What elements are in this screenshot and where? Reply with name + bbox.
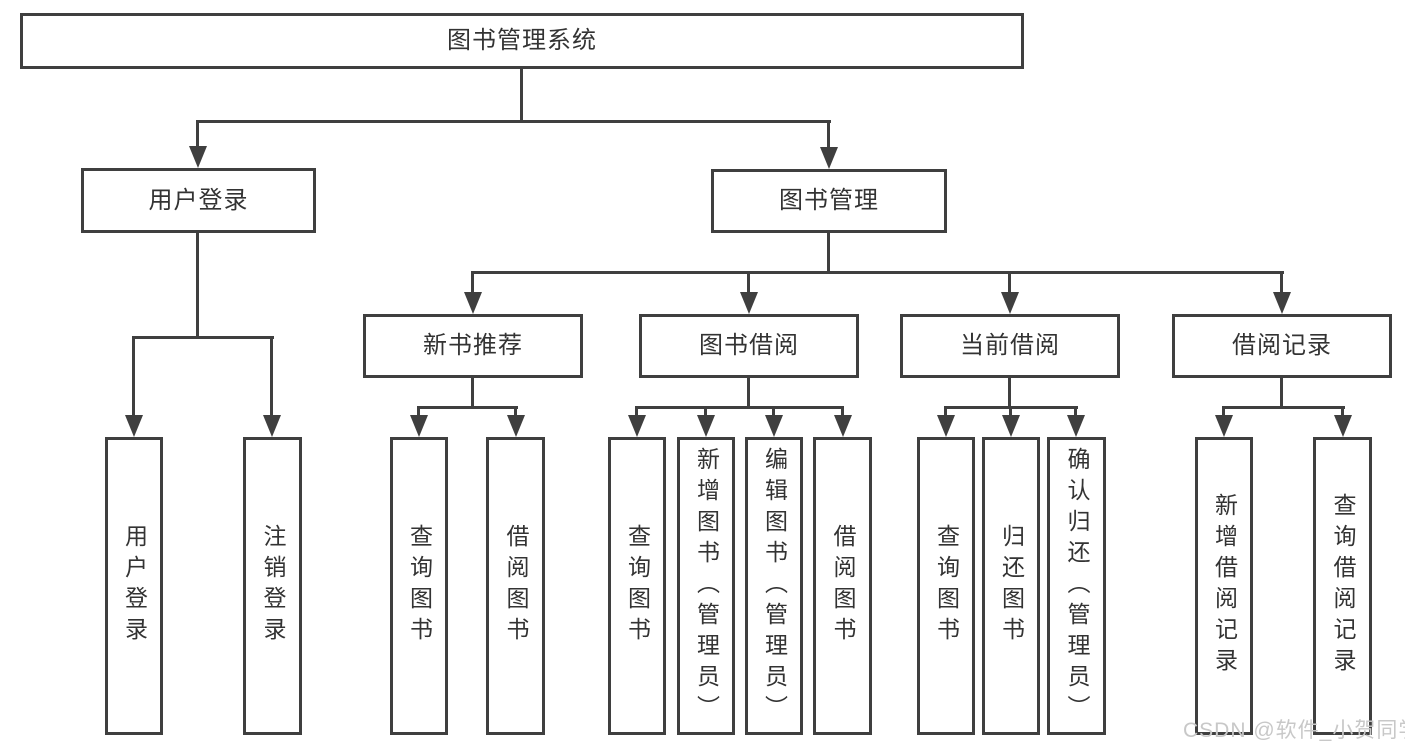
leaf-confirm-return-admin: 确认归还（管理员） [1047, 437, 1106, 735]
leaf-edit-books-admin-label: 编辑图书（管理员） [761, 446, 788, 726]
arrow-to-current-borrowing [1001, 274, 1019, 314]
leaf-query-borrow-record-label: 查询借阅记录 [1330, 493, 1356, 679]
leaf-current-query-books: 查询图书 [917, 437, 975, 735]
node-borrowing-records-label: 借阅记录 [1232, 332, 1332, 359]
node-borrowing-records: 借阅记录 [1172, 314, 1392, 378]
leaf-add-books-admin-label: 新增图书（管理员） [693, 446, 720, 726]
leaf-borrowing-borrow-books: 借阅图书 [813, 437, 872, 735]
leaf-borrowing-borrow-books-label: 借阅图书 [830, 524, 856, 648]
arrow-to-book-management [820, 123, 838, 169]
connector-root-stem [520, 69, 523, 123]
leaf-return-books: 归还图书 [982, 437, 1040, 735]
node-library-system: 图书管理系统 [20, 13, 1024, 69]
leaf-add-borrow-record-label: 新增借阅记录 [1211, 493, 1238, 679]
node-book-borrowing: 图书借阅 [639, 314, 859, 378]
leaf-recommend-borrow-books-label: 借阅图书 [503, 524, 529, 648]
connector-recommend-split [418, 406, 518, 409]
connector-login-stem [196, 233, 199, 339]
connector-recommend-stem [471, 378, 474, 409]
leaf-borrowing-query-books-label: 查询图书 [624, 524, 651, 648]
leaf-add-books-admin: 新增图书（管理员） [677, 437, 735, 735]
arrow-leaf-g3-0 [628, 406, 646, 437]
leaf-user-login-label: 用户登录 [121, 524, 148, 648]
leaf-borrowing-query-books: 查询图书 [608, 437, 666, 735]
arrow-leaf-g4-0 [937, 406, 955, 437]
leaf-logout-label: 注销登录 [260, 524, 286, 648]
leaf-add-borrow-record: 新增借阅记录 [1195, 437, 1253, 735]
arrow-leaf-g4-2 [1067, 406, 1085, 437]
node-user-login: 用户登录 [81, 168, 316, 233]
leaf-current-query-books-label: 查询图书 [933, 524, 960, 648]
leaf-logout: 注销登录 [243, 437, 302, 735]
connector-login-split [132, 336, 274, 339]
arrow-to-leaf-user-login [125, 339, 143, 437]
arrow-leaf-g4-1 [1002, 406, 1020, 437]
connector-records-stem [1280, 378, 1283, 409]
connector-level1-split [196, 120, 831, 123]
arrow-leaf-g3-2 [765, 406, 783, 437]
arrow-leaf-g3-3 [834, 406, 852, 437]
node-user-login-label: 用户登录 [148, 186, 249, 214]
arrow-to-book-borrowing [740, 274, 758, 314]
arrow-to-new-book-recommendation [464, 274, 482, 314]
arrow-leaf-g2-1 [507, 406, 525, 437]
arrow-to-borrowing-records [1273, 274, 1291, 314]
arrow-leaf-g3-1 [697, 406, 715, 437]
connector-borrowing-split [636, 406, 844, 409]
node-book-borrowing-label: 图书借阅 [699, 332, 799, 359]
node-new-book-recommendation-label: 新书推荐 [423, 332, 523, 359]
connector-mgmt-stem [827, 233, 830, 274]
node-current-borrowing-label: 当前借阅 [960, 332, 1060, 359]
connector-current-stem [1008, 378, 1011, 409]
arrow-to-user-login [189, 123, 207, 168]
node-book-management-label: 图书管理 [779, 187, 879, 214]
leaf-edit-books-admin: 编辑图书（管理员） [745, 437, 803, 735]
connector-borrowing-stem [747, 378, 750, 409]
node-new-book-recommendation: 新书推荐 [363, 314, 583, 378]
arrow-leaf-g2-0 [410, 406, 428, 437]
leaf-query-borrow-record: 查询借阅记录 [1313, 437, 1372, 735]
node-library-system-label: 图书管理系统 [447, 27, 597, 54]
leaf-return-books-label: 归还图书 [998, 524, 1025, 648]
leaf-recommend-borrow-books: 借阅图书 [486, 437, 545, 735]
node-current-borrowing: 当前借阅 [900, 314, 1120, 378]
leaf-user-login: 用户登录 [105, 437, 163, 735]
leaf-confirm-return-admin-label: 确认归还（管理员） [1064, 446, 1090, 726]
arrow-to-leaf-logout [263, 339, 281, 437]
arrow-leaf-g5-1 [1334, 406, 1352, 437]
leaf-recommend-query-books-label: 查询图书 [406, 524, 433, 648]
leaf-recommend-query-books: 查询图书 [390, 437, 448, 735]
connector-records-split [1222, 406, 1345, 409]
node-book-management: 图书管理 [711, 169, 947, 233]
arrow-leaf-g5-0 [1215, 406, 1233, 437]
connector-mgmt-split [471, 271, 1284, 274]
watermark: CSDN @软件_小贺同学 [1183, 719, 1405, 742]
